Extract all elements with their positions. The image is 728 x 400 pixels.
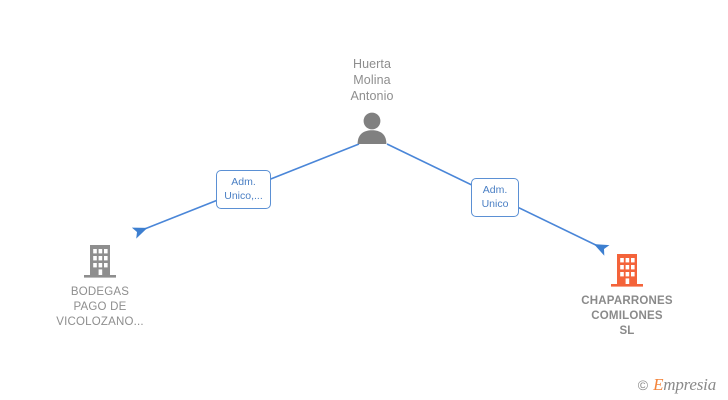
edge-label-adm-unico-left[interactable]: Adm. Unico,... bbox=[216, 170, 271, 209]
person-icon bbox=[357, 112, 387, 144]
company-name-label: CHAPARRONES COMILONES SL bbox=[581, 295, 673, 337]
watermark: © Empresia bbox=[638, 376, 716, 393]
node-company-chaparrones[interactable]: CHAPARRONES COMILONES SL bbox=[552, 252, 702, 339]
company-name-label: BODEGAS PAGO DE VICOLOZANO... bbox=[56, 286, 144, 328]
building-icon bbox=[84, 245, 116, 278]
node-person[interactable]: Huerta Molina Antonio bbox=[312, 56, 432, 144]
brand-logo: Empresia bbox=[653, 376, 716, 393]
building-icon bbox=[611, 254, 643, 287]
brand-initial: E bbox=[653, 375, 664, 394]
node-company-bodegas[interactable]: BODEGAS PAGO DE VICOLOZANO... bbox=[25, 243, 175, 330]
edge-label-adm-unico-right[interactable]: Adm. Unico bbox=[471, 178, 519, 217]
copyright-icon: © bbox=[637, 376, 649, 393]
person-name-label: Huerta Molina Antonio bbox=[350, 57, 394, 103]
brand-rest: mpresia bbox=[663, 375, 716, 394]
